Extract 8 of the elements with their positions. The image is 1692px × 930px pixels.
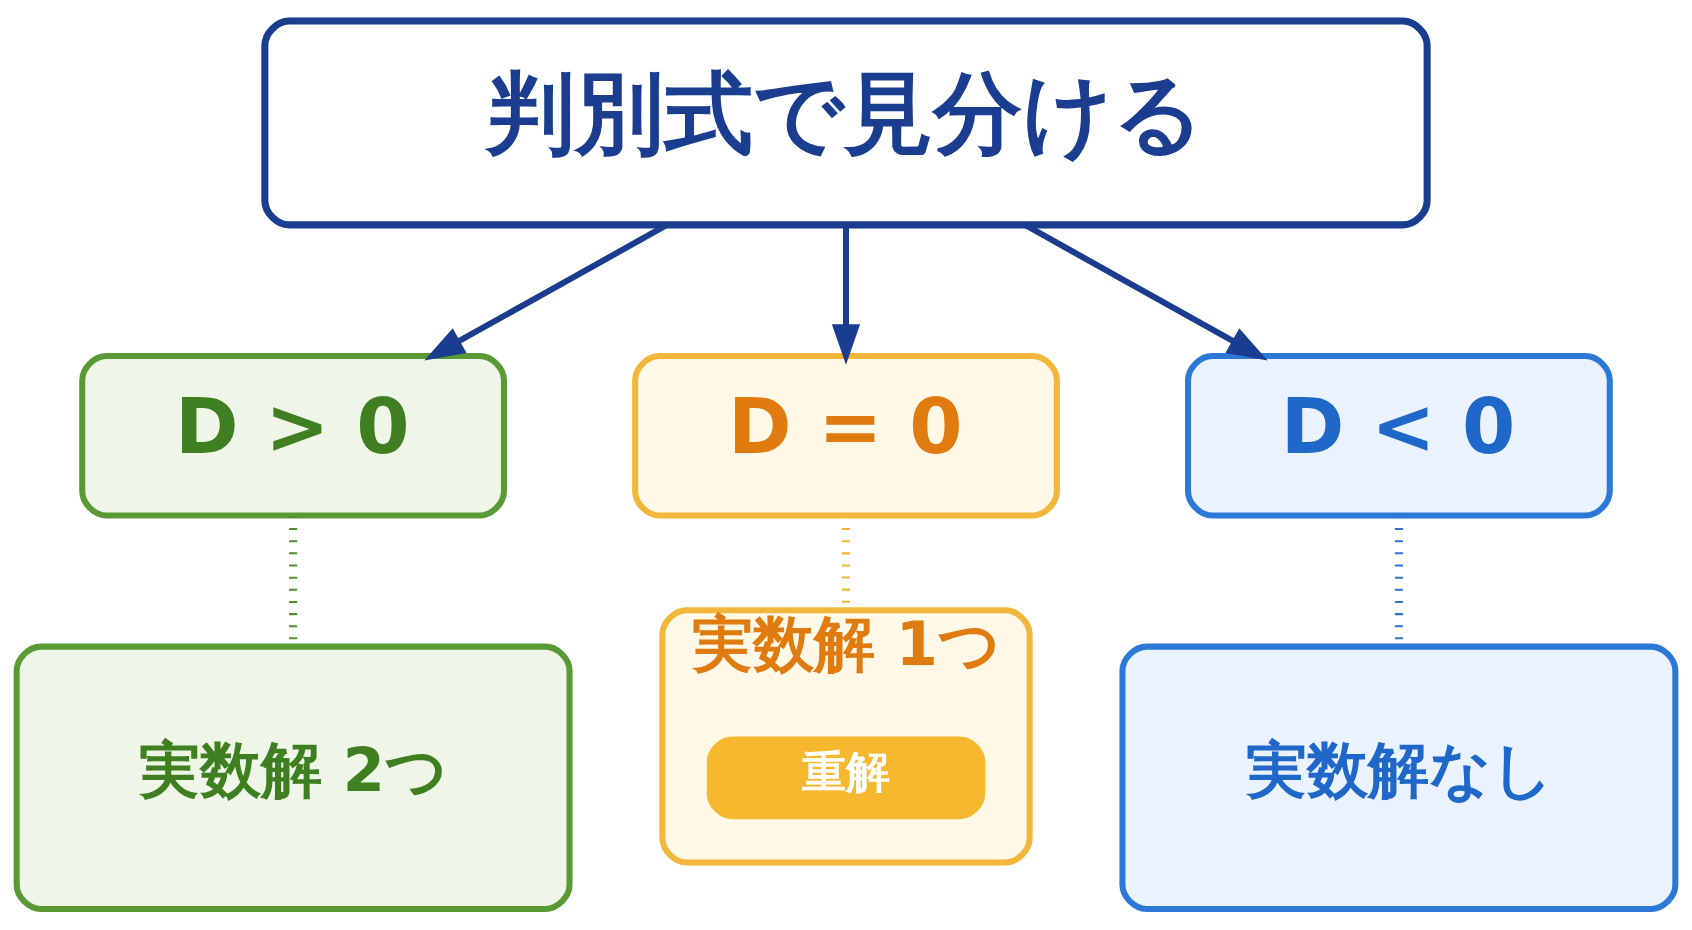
node-box: 重解 [706, 736, 986, 820]
node-box: D > 0 [79, 353, 507, 519]
arrow [831, 225, 861, 365]
node-box: D = 0 [632, 353, 1060, 519]
node-box: 判別式で見分ける [261, 17, 1431, 229]
node-box: 実数解 2つ [13, 643, 573, 912]
node-box: D < 0 [1185, 353, 1613, 519]
node-box: 実数解なし [1119, 643, 1679, 912]
